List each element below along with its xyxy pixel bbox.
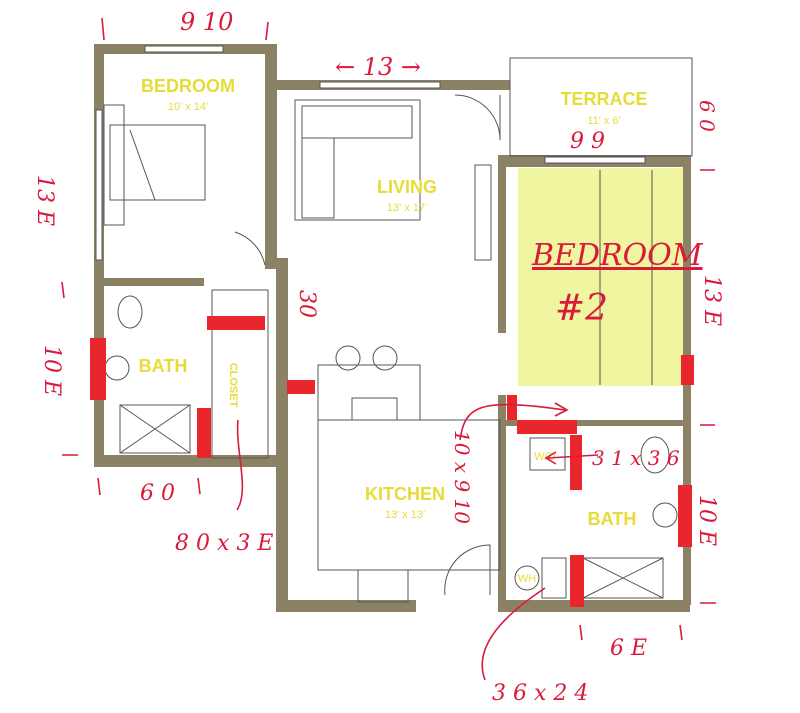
red-wall-markers — [90, 316, 694, 607]
kitchen-label: KITCHEN — [365, 484, 445, 504]
bath-right-width-note: 6 E — [610, 636, 647, 661]
living-size: 13' x 17' — [387, 202, 427, 214]
bath-right-length-note: 10 E — [694, 495, 719, 546]
wd-size-note: 3 1 x 3 6 — [592, 446, 680, 470]
bedroom-width-note: 9 10 — [180, 8, 233, 36]
bedroom-2-title: BEDROOM — [531, 238, 704, 273]
furniture — [103, 94, 678, 603]
bedroom-label: BEDROOM — [141, 76, 235, 96]
terrace-width-note: 9 9 — [570, 129, 605, 154]
bath-left-label: BATH — [139, 356, 188, 376]
handwritten-annotations: 9 10 ← 13 → 9 9 6 0 13 E BEDROOM #2 13 E… — [32, 8, 724, 706]
living-label: LIVING — [377, 177, 437, 197]
closet-label: CLOSET — [227, 363, 239, 408]
wh-size-note: 3 6 x 2 4 — [492, 681, 588, 706]
hall-right-size-note: 10 x 9 10 — [450, 430, 474, 524]
bedroom-length-note: 13 E — [32, 175, 57, 226]
bath-left-width-note: 6 0 — [140, 481, 175, 506]
bedroom-2-length-note: 13 E — [699, 275, 724, 326]
bath-left-length-note: 10 E — [39, 345, 64, 396]
terrace-depth-note: 6 0 — [695, 100, 719, 132]
bedroom-size: 10' x 14' — [168, 101, 208, 113]
bedroom-2-highlight — [518, 168, 686, 386]
water-heater-label: WH — [518, 573, 536, 585]
closet-size-note: 8 0 x 3 E — [175, 531, 273, 556]
bedroom-2-number: #2 — [555, 288, 608, 329]
terrace-size: 11' x 6' — [587, 115, 620, 127]
terrace-outline — [509, 57, 693, 157]
hall-length-note: 30 — [294, 290, 319, 318]
bath-right-label: BATH — [588, 509, 637, 529]
kitchen-size: 13' x 13' — [385, 509, 425, 521]
living-width-note: ← 13 → — [335, 53, 421, 81]
terrace-label: TERRACE — [560, 89, 647, 109]
